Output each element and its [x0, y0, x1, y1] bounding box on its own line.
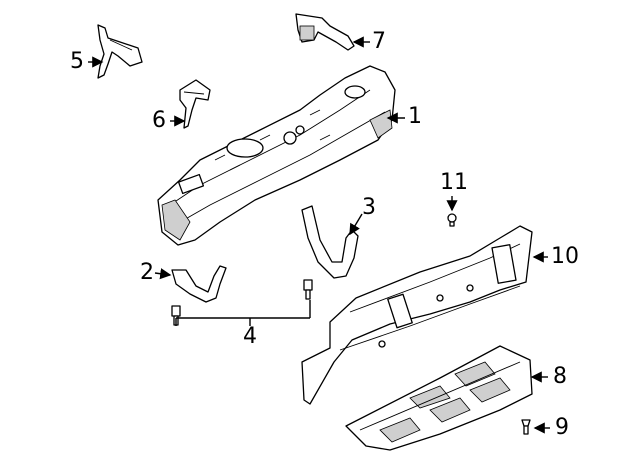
callout-11[interactable]: 11 — [440, 170, 468, 195]
callout-8[interactable]: 8 — [553, 364, 567, 389]
clip-11[interactable] — [447, 213, 457, 227]
bolt-4b[interactable] — [303, 279, 313, 300]
callout-10[interactable]: 10 — [551, 244, 579, 269]
callout-3[interactable]: 3 — [362, 195, 376, 220]
bolt-9[interactable] — [521, 419, 531, 435]
heat-shield-10[interactable] — [301, 225, 533, 405]
callout-6[interactable]: 6 — [152, 108, 166, 133]
callout-2[interactable]: 2 — [140, 260, 154, 285]
callout-5[interactable]: 5 — [70, 49, 84, 74]
callout-4[interactable]: 4 — [243, 324, 257, 349]
callout-9[interactable]: 9 — [555, 415, 569, 440]
bracket-6[interactable] — [179, 79, 211, 129]
strap-2[interactable] — [171, 265, 227, 303]
fuel-tank[interactable] — [157, 65, 396, 246]
strap-3[interactable] — [301, 205, 359, 279]
skid-plate-8[interactable] — [345, 345, 533, 451]
callout-7[interactable]: 7 — [372, 29, 386, 54]
callout-1[interactable]: 1 — [408, 104, 422, 129]
bracket-5[interactable] — [97, 24, 143, 79]
bracket-7[interactable] — [295, 13, 355, 51]
